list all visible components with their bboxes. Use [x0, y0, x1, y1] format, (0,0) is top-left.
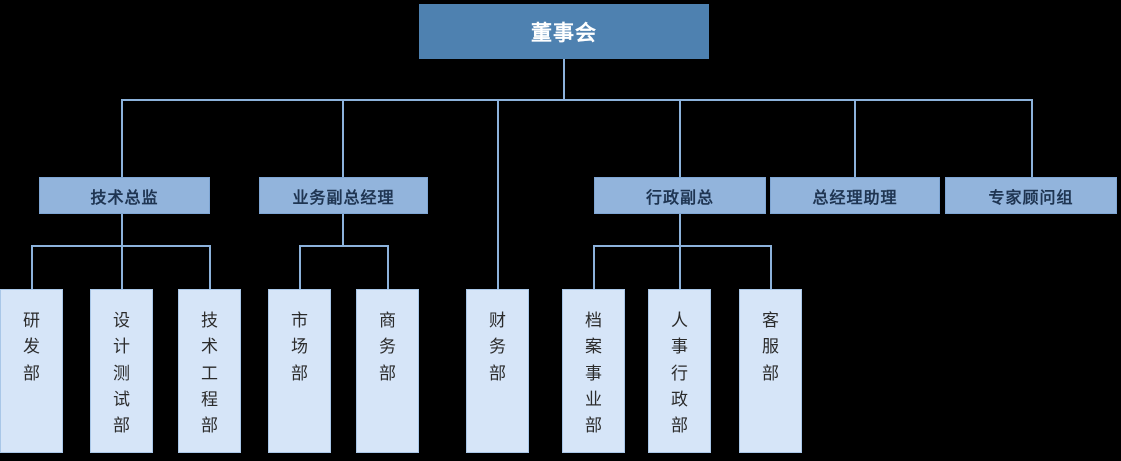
node-label-vertical: 人事行政部 — [649, 308, 710, 440]
connector-drop-hr-admin-dept — [679, 245, 681, 289]
connector-drop-marketing-dept — [299, 245, 301, 289]
node-admin-vp[interactable]: 行政副总 — [594, 177, 766, 214]
node-label-char: 场 — [291, 337, 308, 358]
node-label-vertical: 技术工程部 — [179, 308, 240, 440]
node-label-char: 案 — [585, 337, 602, 358]
node-marketing-dept[interactable]: 市场部 — [268, 289, 331, 453]
node-label-char: 财 — [489, 311, 506, 331]
node-label-char: 部 — [671, 416, 688, 437]
node-tech-director[interactable]: 技术总监 — [39, 177, 210, 214]
node-label-vertical: 研发部 — [1, 308, 62, 387]
node-label-char: 部 — [379, 363, 396, 384]
node-label: 总经理助理 — [812, 187, 898, 207]
node-label-char: 技 — [201, 311, 218, 331]
connector-root-stem — [563, 58, 565, 101]
node-label-vertical: 市场部 — [269, 308, 330, 387]
node-label-char: 事 — [585, 363, 602, 384]
node-label-vertical: 客服部 — [740, 308, 801, 387]
node-business-vp[interactable]: 业务副总经理 — [259, 177, 428, 214]
node-label-char: 部 — [201, 416, 218, 437]
connector-bus-tech-group — [31, 245, 210, 247]
node-label-char: 客 — [762, 311, 779, 331]
node-advisory-group[interactable]: 专家顾问组 — [945, 177, 1117, 214]
node-label-vertical: 商务部 — [357, 308, 418, 387]
node-label-char: 部 — [23, 363, 40, 384]
connector-drop-design-test-dept — [121, 245, 123, 289]
node-label-char: 部 — [489, 363, 506, 384]
node-label-char: 工 — [201, 363, 218, 384]
node-label-char: 程 — [201, 390, 218, 411]
node-label-char: 测 — [113, 363, 130, 384]
node-customer-service-dept[interactable]: 客服部 — [739, 289, 802, 453]
node-archives-dept[interactable]: 档案事业部 — [562, 289, 625, 453]
node-gm-assistant[interactable]: 总经理助理 — [770, 177, 940, 214]
node-label: 业务副总经理 — [292, 187, 395, 207]
node-label-vertical: 设计测试部 — [91, 308, 152, 440]
node-label-char: 术 — [201, 337, 218, 358]
connector-drop-finance-dept — [497, 99, 499, 289]
node-commerce-dept[interactable]: 商务部 — [356, 289, 419, 453]
node-label-char: 设 — [113, 311, 130, 331]
node-label-char: 部 — [291, 363, 308, 384]
node-label-char: 事 — [671, 337, 688, 358]
node-label-char: 发 — [23, 337, 40, 358]
node-label-char: 市 — [291, 311, 308, 331]
node-label-char: 政 — [671, 390, 688, 411]
connector-drop-admin-vp — [679, 99, 681, 177]
connector-stem-business-vp — [342, 213, 344, 246]
connector-drop-customer-service-dept — [770, 245, 772, 289]
node-hr-admin-dept[interactable]: 人事行政部 — [648, 289, 711, 453]
node-label-char: 部 — [113, 416, 130, 437]
connector-stem-admin-vp — [679, 213, 681, 246]
connector-drop-gm-assistant — [854, 99, 856, 177]
node-tech-engineering-dept[interactable]: 技术工程部 — [178, 289, 241, 453]
connector-drop-archives-dept — [593, 245, 595, 289]
connector-drop-advisory-group — [1031, 99, 1033, 177]
node-label-char: 计 — [113, 337, 130, 358]
node-finance-dept[interactable]: 财务部 — [466, 289, 529, 453]
node-label-char: 服 — [762, 337, 779, 358]
node-label-char: 行 — [671, 363, 688, 384]
node-design-test-dept[interactable]: 设计测试部 — [90, 289, 153, 453]
node-label-char: 商 — [379, 311, 396, 331]
node-rd-dept[interactable]: 研发部 — [0, 289, 63, 453]
connector-stem-tech-director — [121, 213, 123, 246]
connector-drop-tech-engineering-dept — [209, 245, 211, 289]
connector-drop-rd-dept — [31, 245, 33, 289]
node-label-vertical: 财务部 — [467, 308, 528, 387]
node-label-char: 部 — [762, 363, 779, 384]
node-board-of-directors[interactable]: 董事会 — [419, 4, 709, 59]
node-label: 专家顾问组 — [988, 187, 1074, 207]
connector-root-bus — [121, 99, 1032, 101]
connector-drop-commerce-dept — [387, 245, 389, 289]
connector-bus-business-group — [299, 245, 387, 247]
node-label-char: 研 — [23, 311, 40, 331]
node-label-char: 务 — [379, 337, 396, 358]
node-label-char: 务 — [489, 337, 506, 358]
node-label-char: 档 — [585, 311, 602, 331]
node-label-char: 业 — [585, 390, 602, 411]
connector-bus-admin-group — [593, 245, 771, 247]
node-label-char: 部 — [585, 416, 602, 437]
node-label-char: 人 — [671, 311, 688, 331]
connector-drop-tech-director — [121, 99, 123, 177]
node-label-char: 试 — [113, 390, 130, 411]
node-label-vertical: 档案事业部 — [563, 308, 624, 440]
node-label: 技术总监 — [90, 187, 159, 207]
node-label: 行政副总 — [645, 187, 714, 207]
node-label: 董事会 — [531, 20, 597, 45]
connector-drop-business-vp — [342, 99, 344, 177]
